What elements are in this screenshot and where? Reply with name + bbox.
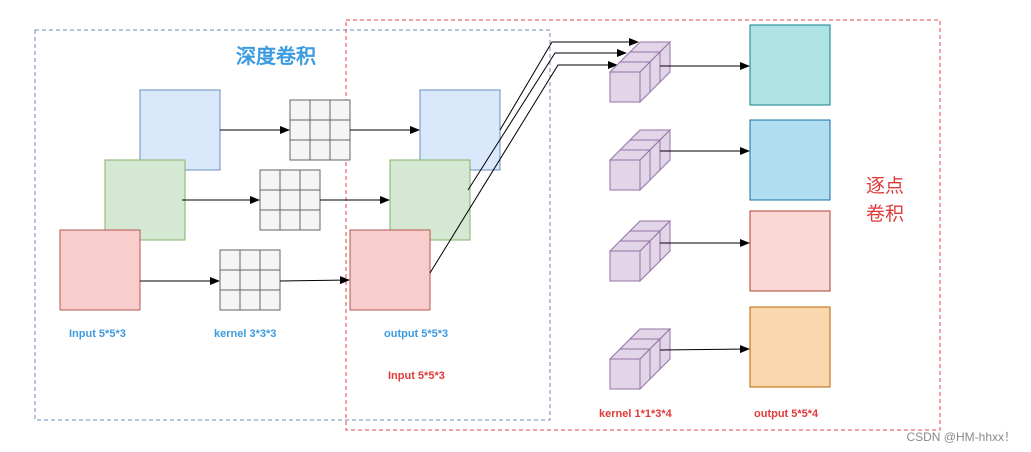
kernel-cell xyxy=(299,209,321,231)
kernel-cell xyxy=(259,249,281,271)
kernel-cell xyxy=(219,289,241,311)
kernel-cell xyxy=(259,289,281,311)
pointwise-output-orange xyxy=(749,306,831,388)
kernel-cell xyxy=(299,189,321,211)
csdn-watermark: CSDN @HM-hhxx！ xyxy=(906,430,1016,444)
kernel-grid-1 xyxy=(289,99,351,161)
input-channel-blue xyxy=(139,89,221,171)
kernel-cell xyxy=(289,139,311,161)
pointwise-input-label: Input 5*5*3 xyxy=(388,370,445,382)
cube-front xyxy=(609,250,641,282)
output-channel-red xyxy=(349,229,431,311)
kernel-cell xyxy=(279,169,301,191)
kernel-cell xyxy=(259,269,281,291)
pointwise-title-line1: 逐点 xyxy=(866,175,904,197)
arrow-output-red-to-pointwise xyxy=(429,61,618,274)
kernel-cell xyxy=(309,119,331,141)
kernel-grid-3 xyxy=(219,249,281,311)
pointwise-title-line2: 卷积 xyxy=(866,203,904,225)
pointwise-output-pink xyxy=(749,210,831,292)
pointwise-output-teal xyxy=(749,24,831,106)
pointwise-kernel-3 xyxy=(608,219,672,283)
kernel-cell xyxy=(239,269,261,291)
depthwise-region xyxy=(34,29,551,421)
input-channel-green xyxy=(104,159,186,241)
pointwise-kernel-4 xyxy=(608,327,672,391)
kernel-cell xyxy=(219,269,241,291)
pointwise-output-blue xyxy=(749,119,831,201)
input-channel-red xyxy=(59,229,141,311)
kernel-cell xyxy=(329,119,351,141)
kernel-cell xyxy=(219,249,241,271)
kernel-cell xyxy=(329,99,351,121)
pointwise-region xyxy=(345,19,941,431)
kernel-cell xyxy=(279,189,301,211)
depthwise-title: 深度卷积 xyxy=(236,44,316,68)
arrow-kernel-to-output-red xyxy=(279,276,350,285)
kernel-cell xyxy=(279,209,301,231)
pointwise-kernel-label: kernel 1*1*3*4 xyxy=(599,408,673,420)
kernel-grid-2 xyxy=(259,169,321,231)
kernel-cell xyxy=(299,169,321,191)
kernel-cell xyxy=(239,289,261,311)
arrow-output-blue-to-pointwise xyxy=(499,38,639,131)
kernel-cell xyxy=(289,99,311,121)
kernel-cell xyxy=(259,189,281,211)
cube-front xyxy=(609,71,641,103)
depthwise-input-label: Input 5*5*3 xyxy=(69,328,126,340)
kernel-cell xyxy=(259,169,281,191)
kernel-cell xyxy=(329,139,351,161)
arrow-output-green-to-pointwise xyxy=(467,49,627,191)
pointwise-kernel-2 xyxy=(608,128,672,192)
depthwise-kernel-label: kernel 3*3*3 xyxy=(214,328,276,340)
kernel-cell xyxy=(289,119,311,141)
kernel-cell xyxy=(259,209,281,231)
pointwise-kernel-1 xyxy=(608,40,672,104)
depthwise-output-label: output 5*5*3 xyxy=(384,328,448,340)
pointwise-output-label: output 5*5*4 xyxy=(754,408,819,420)
cube-front xyxy=(609,159,641,191)
kernel-cell xyxy=(309,139,331,161)
cube-front xyxy=(609,358,641,390)
arrow-pointwise-4-to-output xyxy=(659,345,750,354)
kernel-cell xyxy=(239,249,261,271)
kernel-cell xyxy=(309,99,331,121)
